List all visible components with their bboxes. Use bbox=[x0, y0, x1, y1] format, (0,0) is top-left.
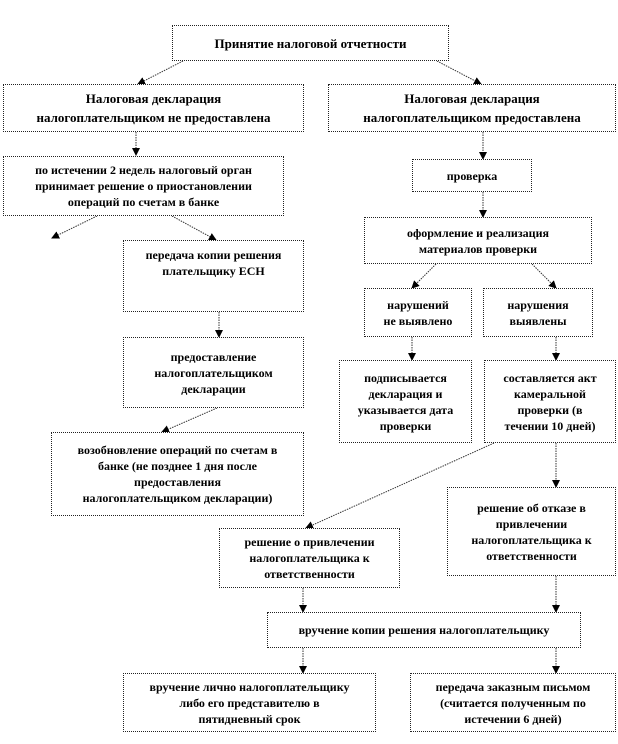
arrow bbox=[305, 442, 495, 529]
node-liability: решение о привлечении налогоплательщика … bbox=[219, 528, 400, 588]
node-copy-transfer: передача копии решения плательщику ЕСН bbox=[123, 240, 304, 312]
node-check: проверка bbox=[412, 159, 532, 192]
arrow bbox=[161, 407, 218, 433]
node-in-person: вручение лично налогоплательщику либо ег… bbox=[123, 673, 376, 732]
arrow bbox=[411, 263, 437, 289]
arrow bbox=[137, 60, 184, 85]
node-title: Принятие налоговой отчетности bbox=[172, 25, 449, 61]
node-no-violations: нарушений не выявлено bbox=[364, 288, 472, 337]
node-processing: оформление и реализация материалов прове… bbox=[364, 217, 592, 264]
node-resumption: возобновление операций по счетам в банке… bbox=[51, 432, 304, 516]
arrow bbox=[51, 215, 98, 239]
node-act: составляется акт камеральной проверки (в… bbox=[484, 360, 616, 443]
node-by-mail: передача заказным письмом (считается пол… bbox=[410, 673, 616, 732]
node-submission: предоставление налогоплательщиком деклар… bbox=[123, 337, 304, 408]
node-not-submitted: Налоговая декларация налогоплательщиком … bbox=[3, 84, 304, 132]
node-suspension: по истечении 2 недель налоговый орган пр… bbox=[3, 156, 284, 216]
node-delivery: вручение копии решения налогоплательщику bbox=[267, 612, 581, 648]
arrow bbox=[531, 263, 557, 289]
arrow bbox=[171, 215, 217, 241]
node-submitted: Налоговая декларация налогоплательщиком … bbox=[328, 84, 616, 132]
node-refusal: решение об отказе в привлечении налогопл… bbox=[447, 487, 616, 576]
node-violations: нарушения выявлены bbox=[483, 288, 593, 337]
node-signed: подписывается декларация и указывается д… bbox=[339, 360, 472, 443]
arrow bbox=[436, 60, 482, 85]
